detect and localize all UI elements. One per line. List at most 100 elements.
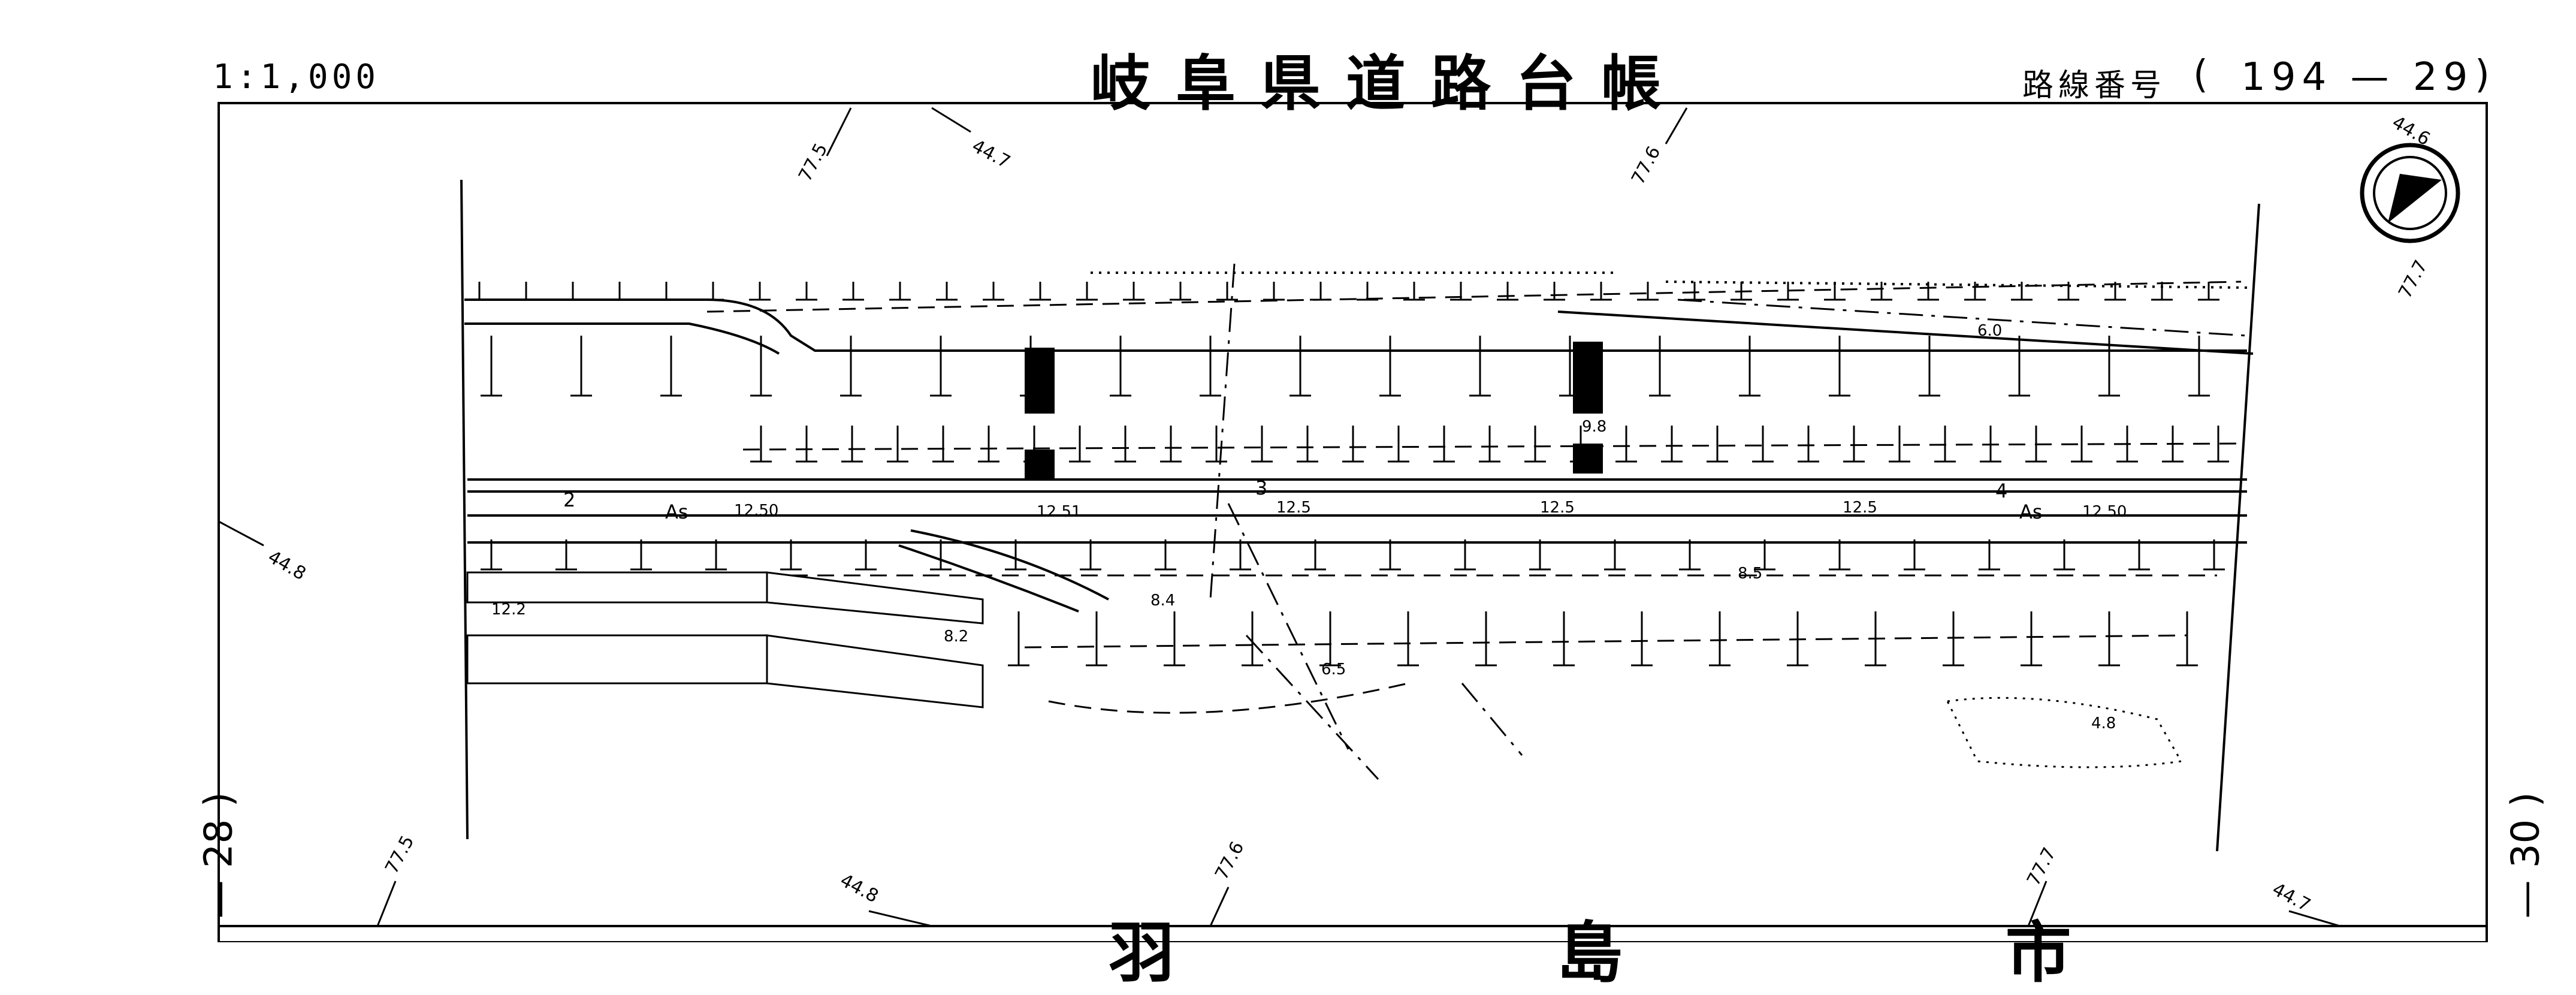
slope-hachure [1076, 282, 1098, 301]
dashed-top [706, 281, 2242, 313]
slope-hachure [2098, 336, 2120, 397]
slope-hachure [1433, 426, 1455, 463]
contour-label: 44.7 [968, 135, 1013, 173]
route-open-paren: ( [2193, 53, 2208, 97]
slope-hachure [1029, 282, 1051, 301]
surface-label: As [665, 500, 688, 523]
area-boundary-right [2216, 203, 2260, 852]
slope-hachure [1570, 426, 1591, 463]
slope-hachure [842, 282, 864, 301]
slope-hachure [2021, 611, 2042, 667]
dashdot-right [1677, 298, 2248, 337]
slope-hachure [1731, 282, 1752, 301]
slope-hachure [1661, 426, 1683, 463]
slope-hachures [469, 282, 2229, 667]
contour-label: 77.7 [2023, 844, 2060, 889]
elevation-label: 8.2 [944, 628, 968, 646]
slope-hachure [887, 426, 908, 463]
slope-hachure [555, 539, 577, 571]
contour-label: 77.6 [1211, 838, 1248, 883]
slope-hachure [1164, 611, 1185, 667]
slope-hachure [1069, 426, 1091, 463]
bridge-grid-4 [1573, 444, 1603, 474]
slope-hachure [705, 539, 727, 571]
elevation-label: 9.8 [1582, 418, 1606, 436]
slope-hachure [1216, 282, 1238, 301]
slope-hachure [1388, 426, 1409, 463]
slope-hachure [1155, 539, 1176, 571]
elevations: 6.0 9.8 8.5 8.4 8.2 6.5 12.2 4.8 [491, 322, 2116, 732]
slope-hachure [1934, 426, 1956, 463]
slope-hachure [1679, 539, 1701, 571]
slope-hachure [1297, 426, 1318, 463]
dashed-mid [742, 442, 2242, 451]
slope-hachure [1475, 611, 1497, 667]
width-label: 12.51 [1037, 503, 1081, 521]
width-label: 12.5 [1540, 499, 1575, 517]
slope-hachure [1754, 539, 1775, 571]
slope-hachure [1403, 282, 1425, 301]
contour-label: 77.6 [1627, 143, 1665, 188]
station-label: 4 [1995, 480, 2007, 502]
map-frame [218, 102, 2488, 942]
slope-hachure [656, 282, 677, 301]
contour-tick [1665, 107, 1688, 144]
slope-hachure [780, 539, 802, 571]
slope-hachure [609, 282, 630, 301]
slope-hachure [796, 426, 817, 463]
slope-hachure [1289, 336, 1311, 397]
slope-hachure [1397, 611, 1419, 667]
slope-hachure [1777, 282, 1799, 301]
slope-hachure [1304, 539, 1326, 571]
elevation-label: 8.5 [1738, 565, 1762, 583]
slope-hachure [2011, 282, 2033, 301]
width-label: 12.50 [2082, 503, 2127, 521]
slope-hachure [2176, 611, 2198, 667]
bridge-grid-1 [1025, 348, 1055, 414]
slope-hachure [1110, 336, 1131, 397]
elevation-label: 6.0 [1977, 322, 2002, 340]
slope-hachure [930, 539, 952, 571]
dotted-areas [466, 272, 2254, 768]
slope-hachure [1787, 611, 1808, 667]
slope-hachure [1080, 539, 1101, 571]
slope-hachure [630, 539, 652, 571]
slope-hachure [930, 336, 952, 397]
slope-hachure [1604, 539, 1626, 571]
slope-hachure [1919, 336, 1940, 397]
elevation-label: 12.2 [491, 601, 526, 619]
slope-hachure [1739, 336, 1760, 397]
slope-hachure [1798, 426, 1819, 463]
contour-tick [376, 881, 397, 927]
road-edge-branch-2 [898, 544, 1079, 613]
slope-hachure [1469, 336, 1491, 397]
slope-hachure [515, 282, 537, 301]
slope-hachure [1008, 611, 1029, 667]
slope-hachure [2104, 282, 2126, 301]
contour-label: 77.7 [2394, 257, 2432, 301]
station-label: 2 [563, 489, 575, 511]
slope-hachure [936, 282, 958, 301]
contour-label: 44.7 [2269, 879, 2314, 916]
dashdot-diag-2 [1245, 634, 1379, 780]
road-edge-top-2 [464, 322, 780, 355]
slope-hachure [1553, 611, 1575, 667]
dashed-lower [1024, 634, 2188, 649]
elevation-label: 4.8 [2091, 714, 2116, 732]
contour-label: 77.5 [381, 832, 418, 877]
station-label: 3 [1255, 477, 1267, 499]
slope-hachure [1379, 336, 1401, 397]
slope-hachure [2098, 611, 2120, 667]
slope-hachure [932, 426, 954, 463]
slope-hachure [750, 426, 772, 463]
slope-hachure [702, 282, 724, 301]
slope-hachure [2198, 282, 2219, 301]
slope-hachure [2009, 336, 2030, 397]
road-edge-right-diag [1557, 310, 2254, 355]
slope-hachure [562, 282, 584, 301]
width-label: 12.50 [734, 502, 778, 520]
slope-hachure [1242, 611, 1263, 667]
slope-hachure [1342, 426, 1364, 463]
surface-label: As [2019, 500, 2043, 523]
slope-hachure [1529, 539, 1551, 571]
